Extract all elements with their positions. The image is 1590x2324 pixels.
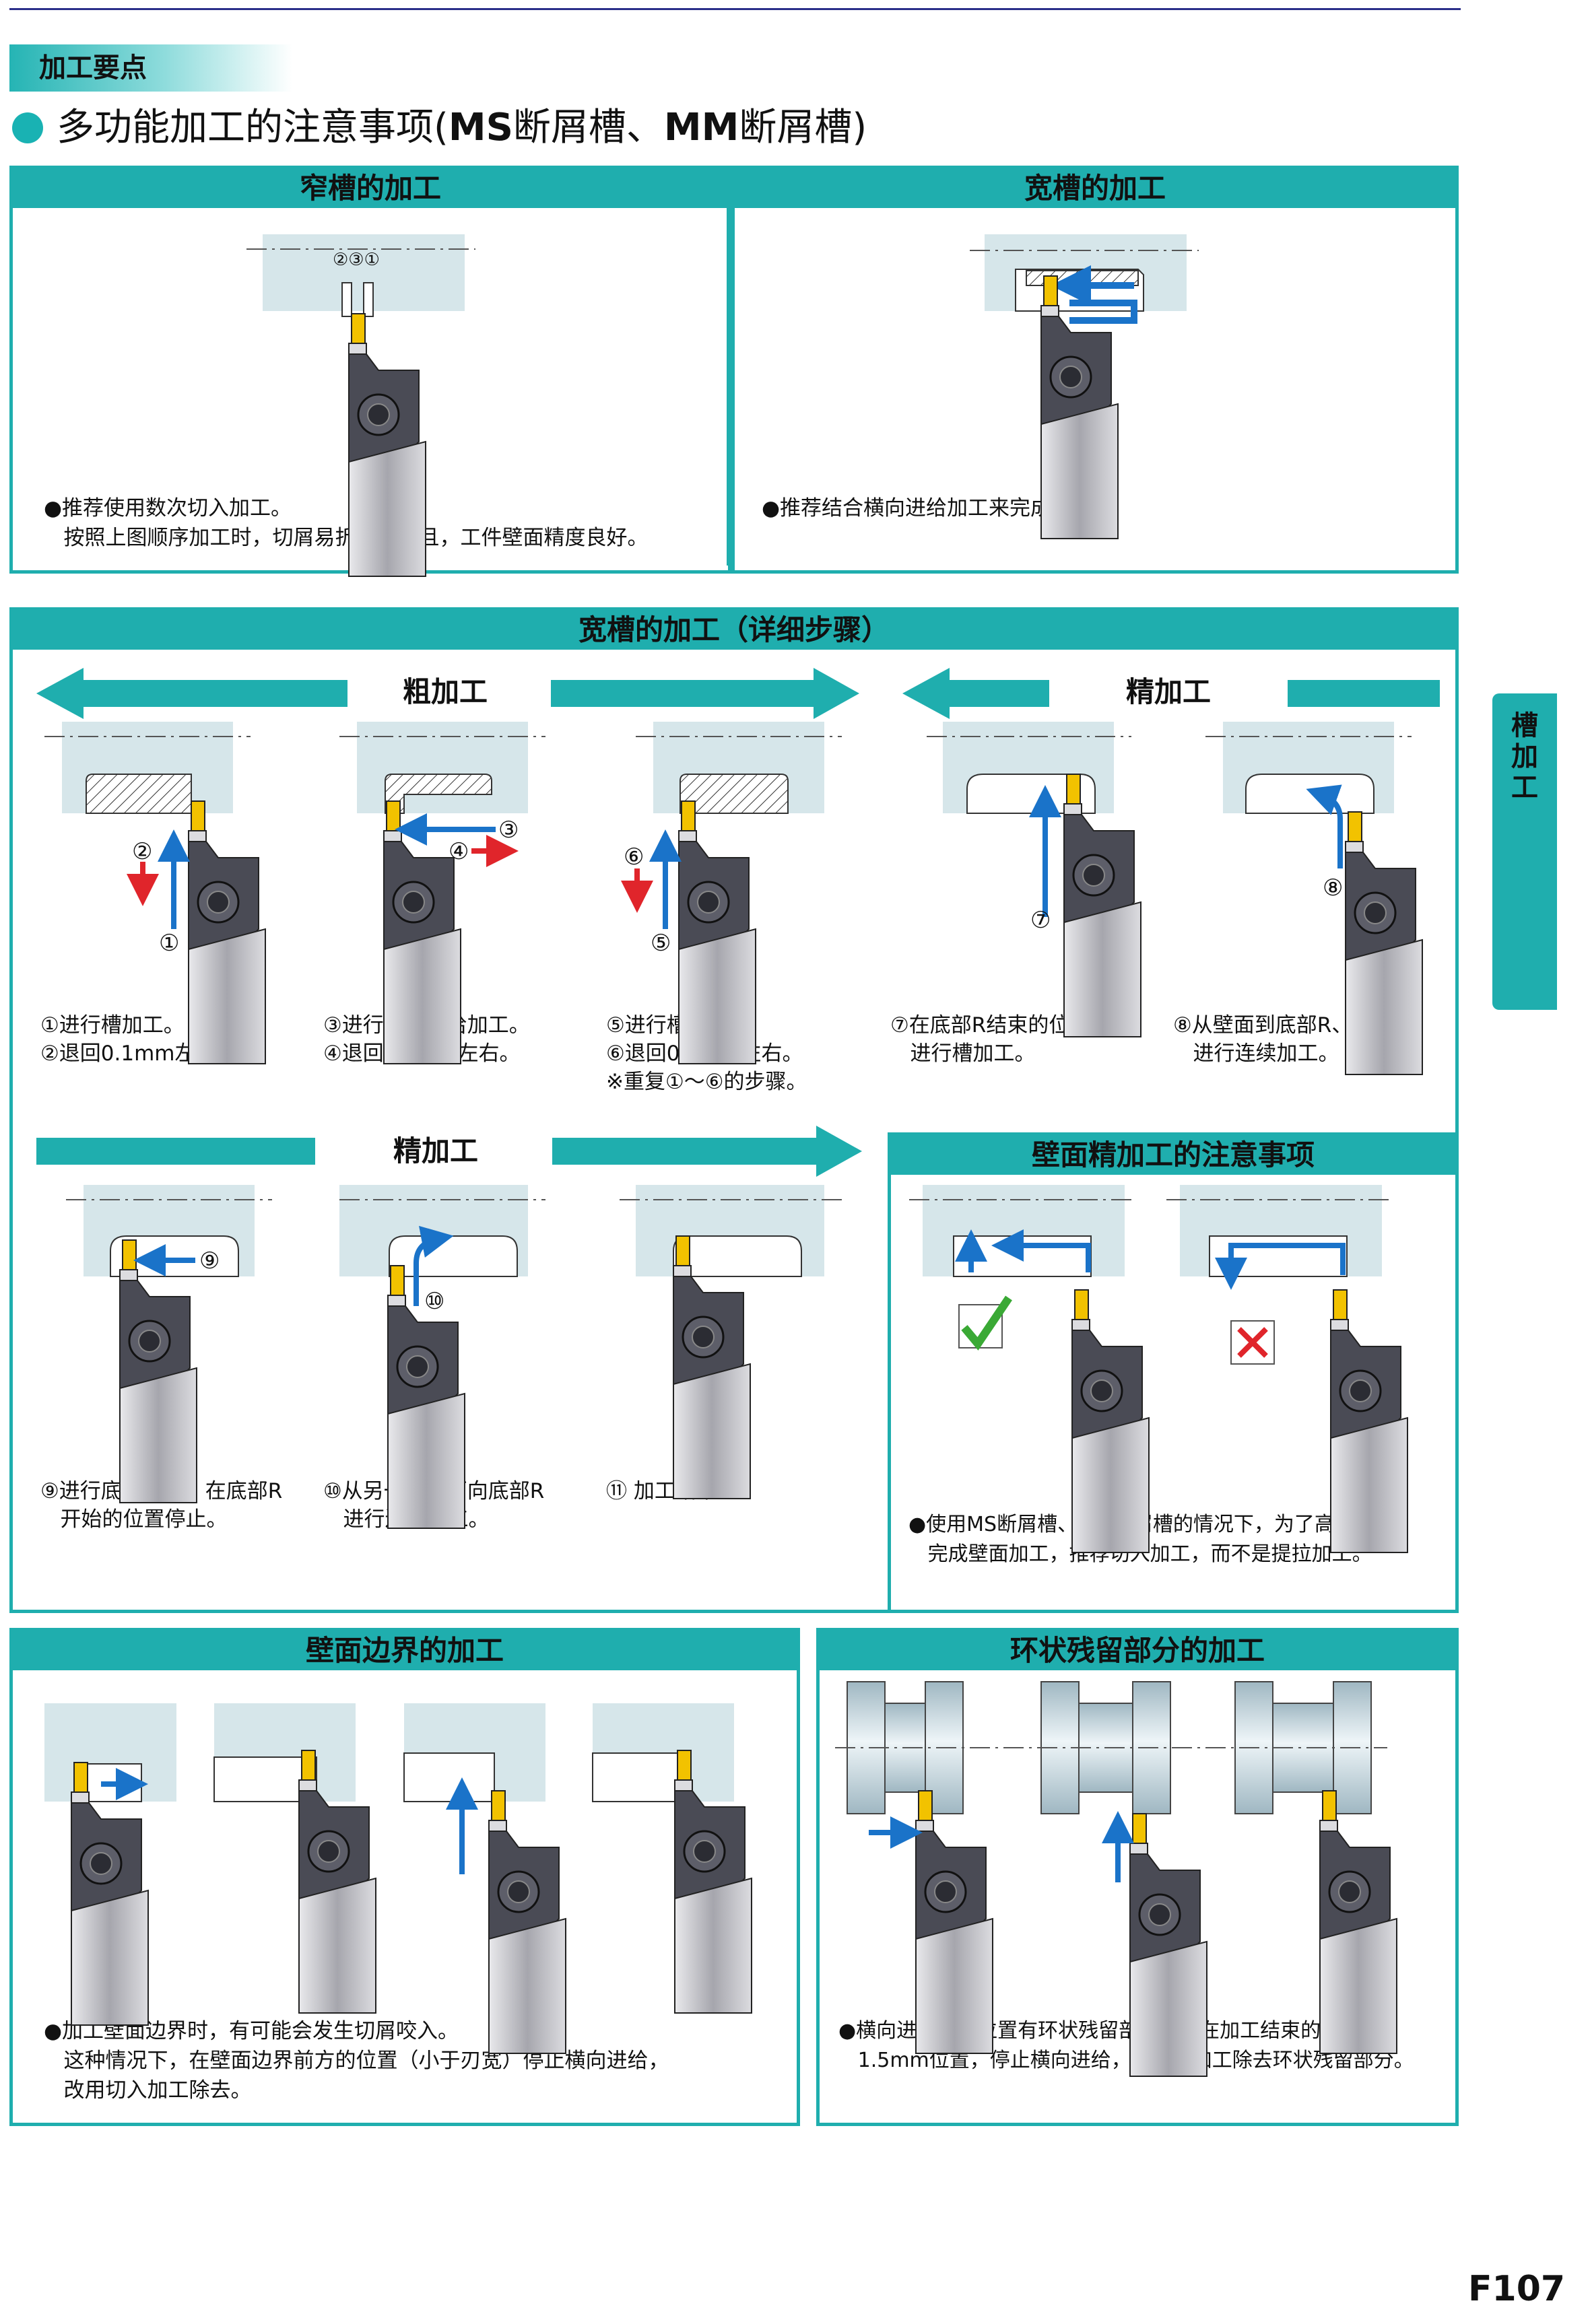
- wall-finishing-note: ●使用MS断屑槽、MM断屑槽的情况下，为了高精度地 完成壁面加工，推荐切入加工，…: [908, 1513, 1395, 1566]
- top-rule: [9, 8, 1461, 10]
- narrow-groove-header: 窄槽的加工: [13, 169, 728, 208]
- step-label-5: ⑤: [651, 930, 671, 957]
- page-number: F107: [1468, 2269, 1566, 2309]
- step-6-diagram: [66, 1185, 272, 1504]
- side-tab[interactable]: [1492, 693, 1557, 1010]
- step-1-diagram: [44, 722, 267, 1065]
- step-7-diagram: [339, 1185, 545, 1530]
- step-caption-4: ⑦在底部R结束的位置 进行槽加工。: [890, 1013, 1091, 1066]
- step-label-7: ⑦: [1030, 907, 1051, 934]
- finish-label: 精加工: [1126, 675, 1212, 708]
- wall-finishing-header: 壁面精加工的注意事项: [891, 1136, 1455, 1175]
- title-suffix: 断屑槽): [739, 106, 867, 149]
- step-8-diagram: [620, 1185, 842, 1500]
- wall-boundary-header: 壁面边界的加工: [13, 1631, 797, 1670]
- wide-groove-diagram: [970, 234, 1199, 540]
- ring-residue-header: 环状残留部分的加工: [820, 1631, 1455, 1670]
- step-number-labels: ② ① ③ ④ ⑥ ⑤ ⑦ ⑧ ⑨ ⑩: [132, 817, 1343, 1315]
- step-caption-3: ⑤进行槽加工。 ⑥退回0.1mm左右。 ※重复①〜⑥的步骤。: [606, 1013, 807, 1094]
- step-label-1: ①: [159, 930, 179, 957]
- wall-correct-diagram: [909, 1185, 1150, 1554]
- bullet-icon: [12, 112, 43, 143]
- narrow-groove-diagram: [246, 234, 475, 578]
- step-label-4: ④: [449, 838, 469, 865]
- step-label-8: ⑧: [1323, 875, 1343, 901]
- boundary-diagrams: [44, 1703, 753, 2055]
- rough-label: 粗加工: [403, 675, 488, 708]
- side-tab-label: 槽 加 工: [1511, 710, 1538, 803]
- step-4-diagram: [927, 722, 1142, 1038]
- step-label-3: ③: [498, 817, 519, 844]
- step-label-2: ②: [132, 838, 152, 865]
- wall-wrong-diagram: [1166, 1185, 1409, 1554]
- finish-label-2: 精加工: [393, 1134, 479, 1167]
- step-3-diagram: [621, 722, 842, 1065]
- rough-direction-arrows: [36, 668, 1440, 1177]
- step-5-diagram: [1205, 722, 1424, 1076]
- step-label-9: ⑨: [199, 1248, 220, 1274]
- ring-residue-diagrams: [835, 1681, 1398, 2078]
- wide-groove-header: 宽槽的加工: [735, 169, 1455, 208]
- step-label-10: ⑩: [424, 1288, 444, 1315]
- title-mid: 断屑槽、: [512, 106, 664, 149]
- narrow-order-marks: ②③①: [333, 250, 380, 270]
- title-ms: MS: [448, 106, 513, 149]
- title-prefix: 多功能加工的注意事项(: [57, 106, 449, 149]
- section-tag: 加工要点: [9, 44, 292, 92]
- title-mm: MM: [663, 106, 739, 149]
- step-label-6: ⑥: [624, 844, 644, 870]
- step-2-diagram: [339, 722, 545, 1065]
- wide-groove-note: ●推荐结合横向进给加工来完成。: [762, 496, 1073, 520]
- detail-steps-header: 宽槽的加工（详细步骤）: [13, 611, 1455, 650]
